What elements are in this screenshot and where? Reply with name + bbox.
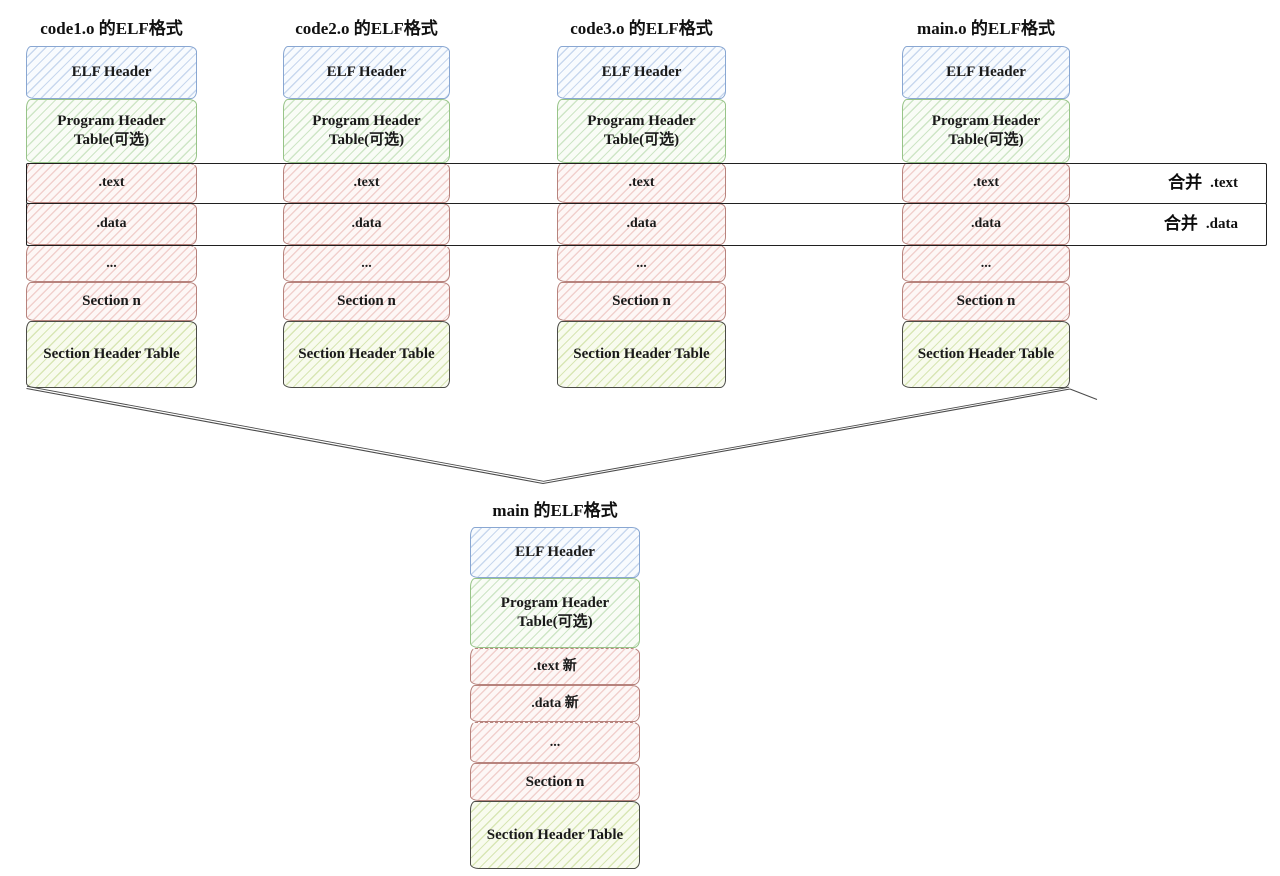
box-program-header-table: Program Header Table(可选) <box>283 99 450 163</box>
box-section-ellipsis: ... <box>26 245 197 282</box>
merge-band-text-verb: 合并 <box>1168 173 1203 193</box>
box-section-ellipsis: ... <box>283 245 450 282</box>
box-elf-header: ELF Header <box>283 46 450 99</box>
box-section-data: .data <box>557 203 726 245</box>
box-section-ellipsis: ... <box>902 245 1070 282</box>
merge-band-data-target: .data <box>1205 216 1238 232</box>
box-section-data: .data 新 <box>470 685 640 722</box>
object-file-column-2-title: code2.o 的ELF格式 <box>295 19 438 38</box>
merged-output-column-title: main 的ELF格式 <box>492 501 618 520</box>
box-section-header-table: Section Header Table <box>283 321 450 388</box>
box-section-data: .data <box>283 203 450 245</box>
box-section-text: .text <box>557 163 726 203</box>
box-section-data: .data <box>26 203 197 245</box>
box-section-n: Section n <box>283 282 450 321</box>
box-elf-header: ELF Header <box>26 46 197 99</box>
object-file-column-4-title: main.o 的ELF格式 <box>917 19 1055 38</box>
box-section-text: .text <box>283 163 450 203</box>
box-section-header-table: Section Header Table <box>557 321 726 388</box>
object-file-column-1-title: code1.o 的ELF格式 <box>40 19 183 38</box>
box-elf-header: ELF Header <box>470 527 640 578</box>
box-section-data: .data <box>902 203 1070 245</box>
merge-band-text-target: .text <box>1210 175 1238 191</box>
object-file-column-3-title: code3.o 的ELF格式 <box>570 19 713 38</box>
box-section-header-table: Section Header Table <box>26 321 197 388</box>
box-section-text: .text <box>26 163 197 203</box>
box-section-text: .text <box>902 163 1070 203</box>
box-section-header-table: Section Header Table <box>902 321 1070 388</box>
box-section-n: Section n <box>557 282 726 321</box>
box-section-n: Section n <box>470 763 640 801</box>
box-section-header-table: Section Header Table <box>470 801 640 869</box>
box-program-header-table: Program Header Table(可选) <box>26 99 197 163</box>
merge-band-data-verb: 合并 <box>1163 214 1198 234</box>
box-section-text: .text 新 <box>470 648 640 685</box>
box-elf-header: ELF Header <box>557 46 726 99</box>
box-program-header-table: Program Header Table(可选) <box>902 99 1070 163</box>
box-program-header-table: Program Header Table(可选) <box>470 578 640 648</box>
box-section-ellipsis: ... <box>557 245 726 282</box>
box-program-header-table: Program Header Table(可选) <box>557 99 726 163</box>
box-section-ellipsis: ... <box>470 722 640 763</box>
box-elf-header: ELF Header <box>902 46 1070 99</box>
box-section-n: Section n <box>26 282 197 321</box>
box-section-n: Section n <box>902 282 1070 321</box>
